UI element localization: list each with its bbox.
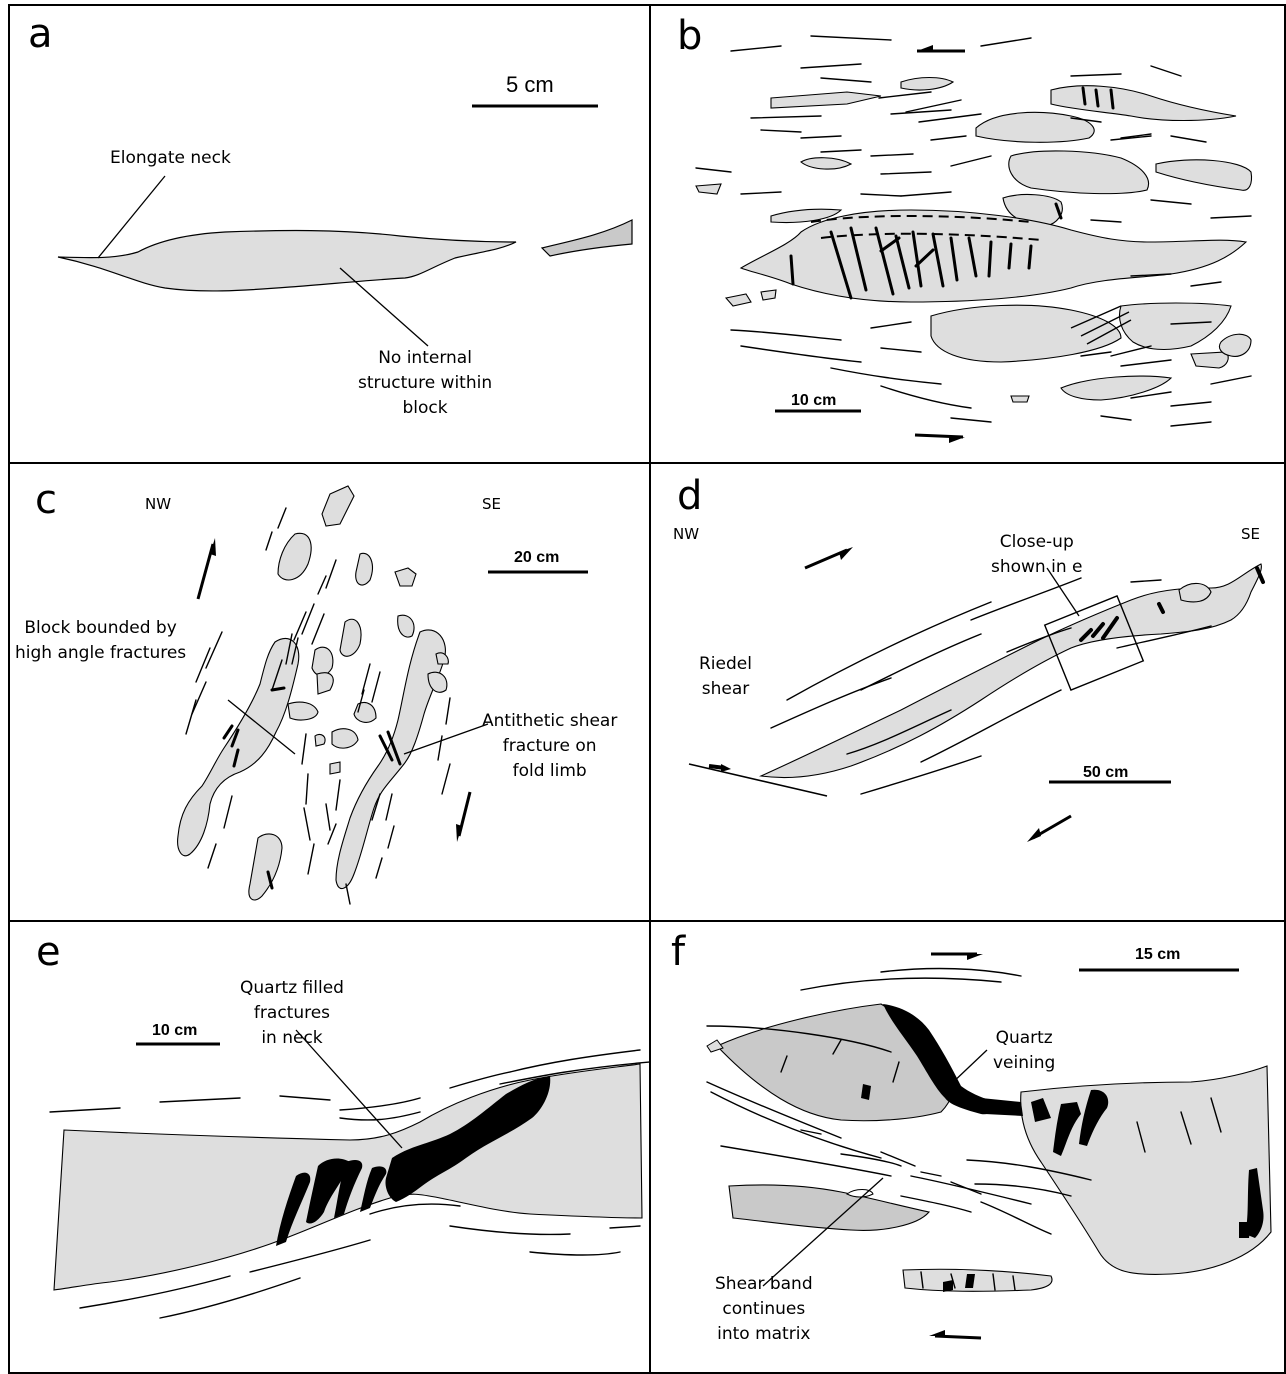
panel-c: c NW SE 20 cm	[8, 462, 651, 922]
block	[332, 729, 358, 748]
block	[1009, 151, 1149, 194]
label-line: Close-up	[991, 530, 1082, 555]
block	[354, 703, 376, 723]
block	[1011, 396, 1029, 402]
block	[322, 486, 354, 526]
block	[1191, 352, 1228, 368]
label-close-up: Close-up shown in e	[991, 530, 1082, 580]
label-line: into matrix	[715, 1322, 813, 1347]
shear-sense-arrow-icon	[198, 538, 216, 599]
block	[315, 734, 325, 746]
panel-e: e 10 cm Quartz filled fractures in neck	[8, 920, 651, 1374]
label-line: veining	[993, 1051, 1055, 1076]
label-elongate-neck: Elongate neck	[110, 146, 231, 171]
panel-a: a 5 cm Elongate neck No internal structu…	[8, 4, 651, 464]
label-shear-band: Shear band continues into matrix	[715, 1272, 813, 1347]
block	[1021, 1066, 1271, 1274]
quartz-vein	[943, 1280, 953, 1292]
block	[312, 647, 333, 675]
block	[317, 673, 333, 694]
block	[356, 553, 373, 585]
label-line: shear	[699, 677, 752, 702]
panel-b-drawing	[651, 6, 1286, 464]
label-quartz-filled: Quartz filled fractures in neck	[240, 976, 344, 1051]
block	[1120, 303, 1232, 349]
label-line: No internal	[358, 346, 492, 371]
label-line: Quartz	[993, 1026, 1055, 1051]
block	[542, 220, 632, 256]
shear-sense-arrow-icon	[917, 45, 965, 51]
shear-sense-arrow-icon	[805, 547, 853, 568]
quartz-vein	[1239, 1222, 1251, 1238]
label-line: Quartz filled	[240, 976, 344, 1001]
label-line: structure within	[358, 371, 492, 396]
block	[395, 568, 416, 586]
block	[801, 158, 851, 169]
block	[696, 184, 721, 194]
block	[903, 1269, 1052, 1291]
shear-sense-arrow-icon	[929, 1330, 981, 1338]
label-line: high angle fractures	[15, 641, 186, 666]
block	[726, 294, 751, 306]
block	[1051, 86, 1236, 121]
block	[1219, 334, 1251, 356]
label-line: fracture on	[482, 734, 617, 759]
label-line: Block bounded by	[15, 616, 186, 641]
label-line: Riedel	[699, 652, 752, 677]
quartz-vein	[981, 1098, 1023, 1116]
leader-line	[949, 1050, 987, 1086]
block	[931, 305, 1121, 362]
block	[761, 290, 776, 300]
label-line: Shear band	[715, 1272, 813, 1297]
label-quartz-veining: Quartz veining	[993, 1026, 1055, 1076]
label-riedel-shear: Riedel shear	[699, 652, 752, 702]
block	[741, 210, 1246, 302]
label-line: in neck	[240, 1026, 344, 1051]
panel-d: d NW SE 50 cm	[649, 462, 1286, 922]
label-no-internal: No internal structure within block	[358, 346, 492, 421]
block	[771, 92, 881, 108]
block	[288, 702, 318, 720]
block	[340, 619, 361, 656]
block	[1061, 376, 1171, 400]
shear-sense-arrow-icon	[456, 792, 470, 842]
shear-sense-arrow-icon	[915, 435, 965, 443]
label-line: shown in e	[991, 555, 1082, 580]
label-line: block	[358, 396, 492, 421]
label-antithetic: Antithetic shear fracture on fold limb	[482, 709, 617, 784]
block	[398, 615, 414, 637]
label-line: Antithetic shear	[482, 709, 617, 734]
block	[729, 1185, 929, 1230]
block	[330, 762, 340, 774]
label-block-bounded: Block bounded by high angle fractures	[15, 616, 186, 666]
block	[1156, 160, 1252, 190]
panel-c-drawing	[10, 464, 651, 922]
label-line: continues	[715, 1297, 813, 1322]
block	[976, 112, 1094, 142]
block	[901, 78, 953, 91]
block	[436, 653, 448, 664]
block	[178, 638, 299, 855]
shear-sense-arrow-icon	[1027, 816, 1071, 842]
block	[278, 533, 311, 580]
panel-f: f 15 cm	[649, 920, 1286, 1374]
panel-b: b 10 cm	[649, 4, 1286, 464]
label-line: fold limb	[482, 759, 617, 784]
shear-sense-arrow-icon	[931, 954, 983, 960]
panel-a-drawing	[10, 6, 651, 464]
block	[58, 231, 516, 291]
block	[249, 834, 282, 900]
label-line: fractures	[240, 1001, 344, 1026]
